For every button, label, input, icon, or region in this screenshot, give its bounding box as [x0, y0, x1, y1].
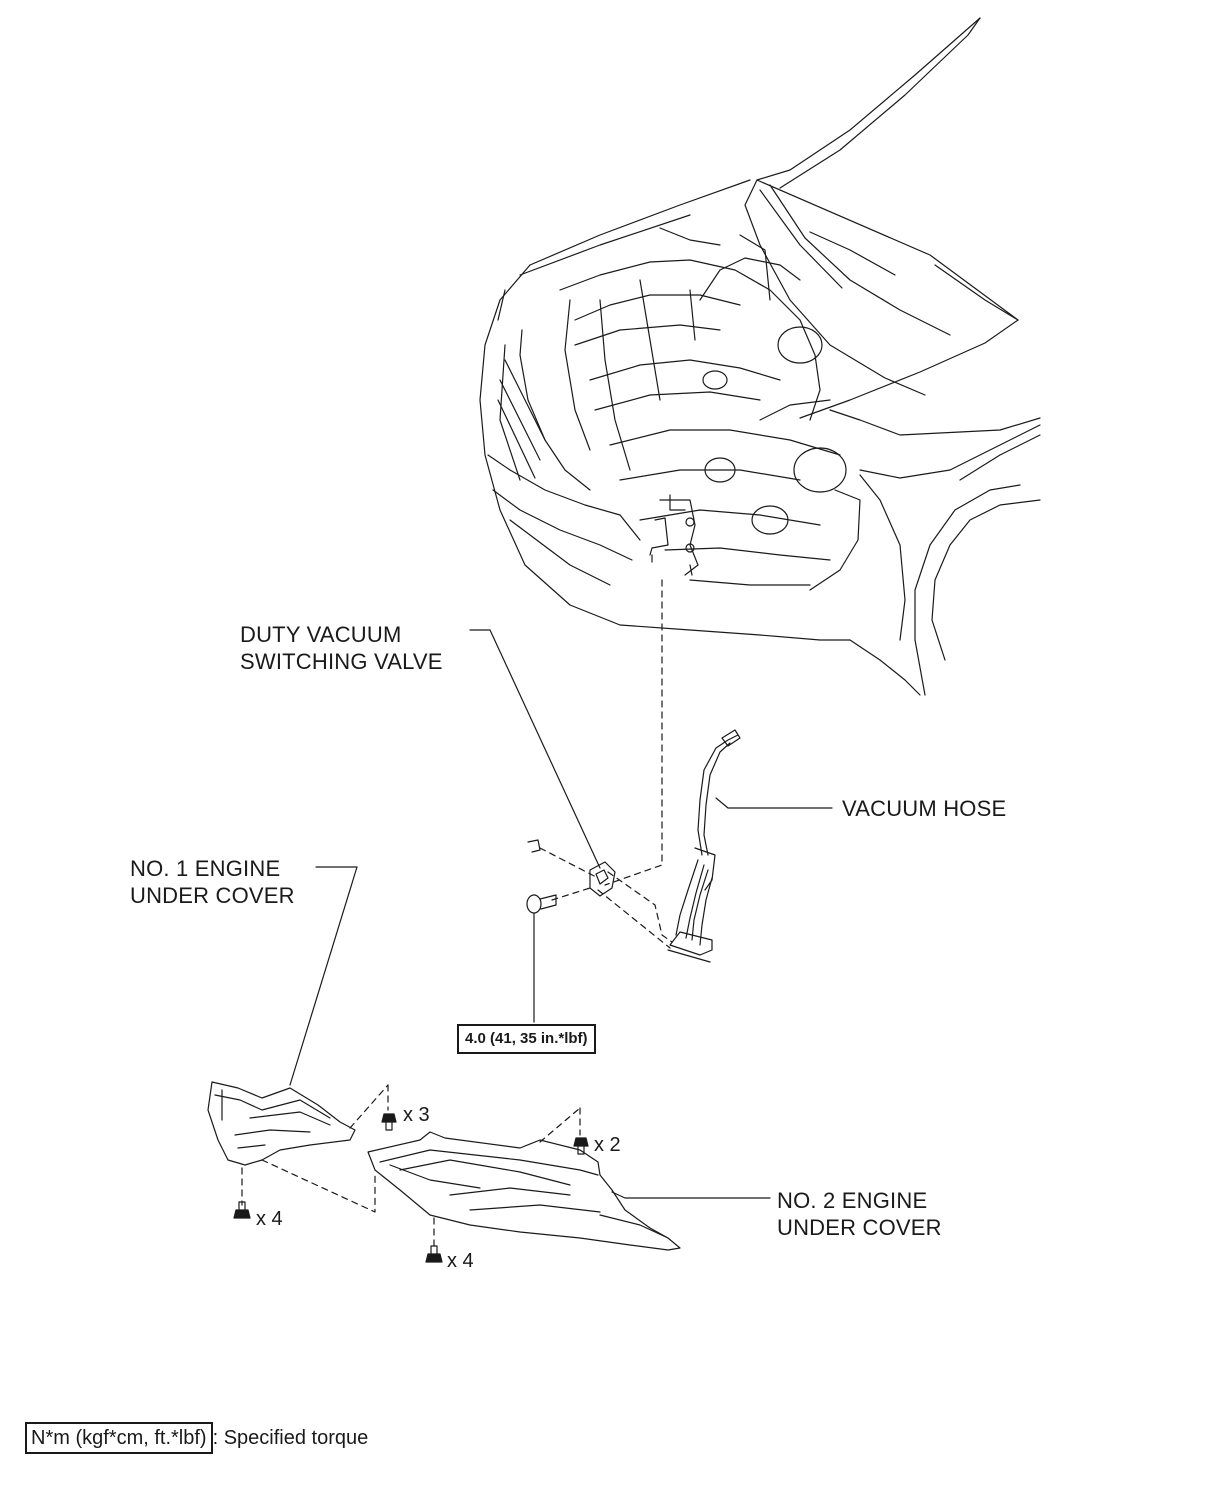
bolt-quantity-no1-bottom: x 4: [256, 1208, 283, 1230]
torque-unit-box: N*m (kgf*cm, ft.*lbf): [25, 1422, 213, 1454]
torque-legend: N*m (kgf*cm, ft.*lbf): Specified torque: [25, 1422, 368, 1454]
bolt-icon: [425, 1245, 443, 1263]
leader-lines: [289, 629, 833, 1199]
under-covers-illustration: [207, 1081, 681, 1263]
bolt-icon: [233, 1201, 251, 1219]
bolt-icon: [573, 1137, 589, 1155]
no1-engine-under-cover-label: NO. 1 ENGINE UNDER COVER: [130, 856, 295, 908]
vacuum-hose-label: VACUUM HOSE: [842, 796, 1007, 821]
bolt-quantity-no2-bottom: x 4: [447, 1250, 474, 1272]
bolt-quantity-no2-top: x 2: [594, 1134, 621, 1156]
no2-engine-under-cover-label: NO. 2 ENGINE UNDER COVER: [777, 1188, 942, 1240]
duty-vacuum-switching-valve-label: DUTY VACUUM SWITCHING VALVE: [240, 622, 443, 674]
vehicle-front-illustration: [479, 17, 1041, 696]
torque-legend-description: : Specified torque: [212, 1427, 369, 1449]
valve-assembly-illustration: [526, 579, 741, 963]
bolt-icon: [381, 1113, 397, 1131]
torque-spec-box: 4.0 (41, 35 in.*lbf): [457, 1024, 596, 1054]
bolt-quantity-no1-top: x 3: [403, 1104, 430, 1126]
